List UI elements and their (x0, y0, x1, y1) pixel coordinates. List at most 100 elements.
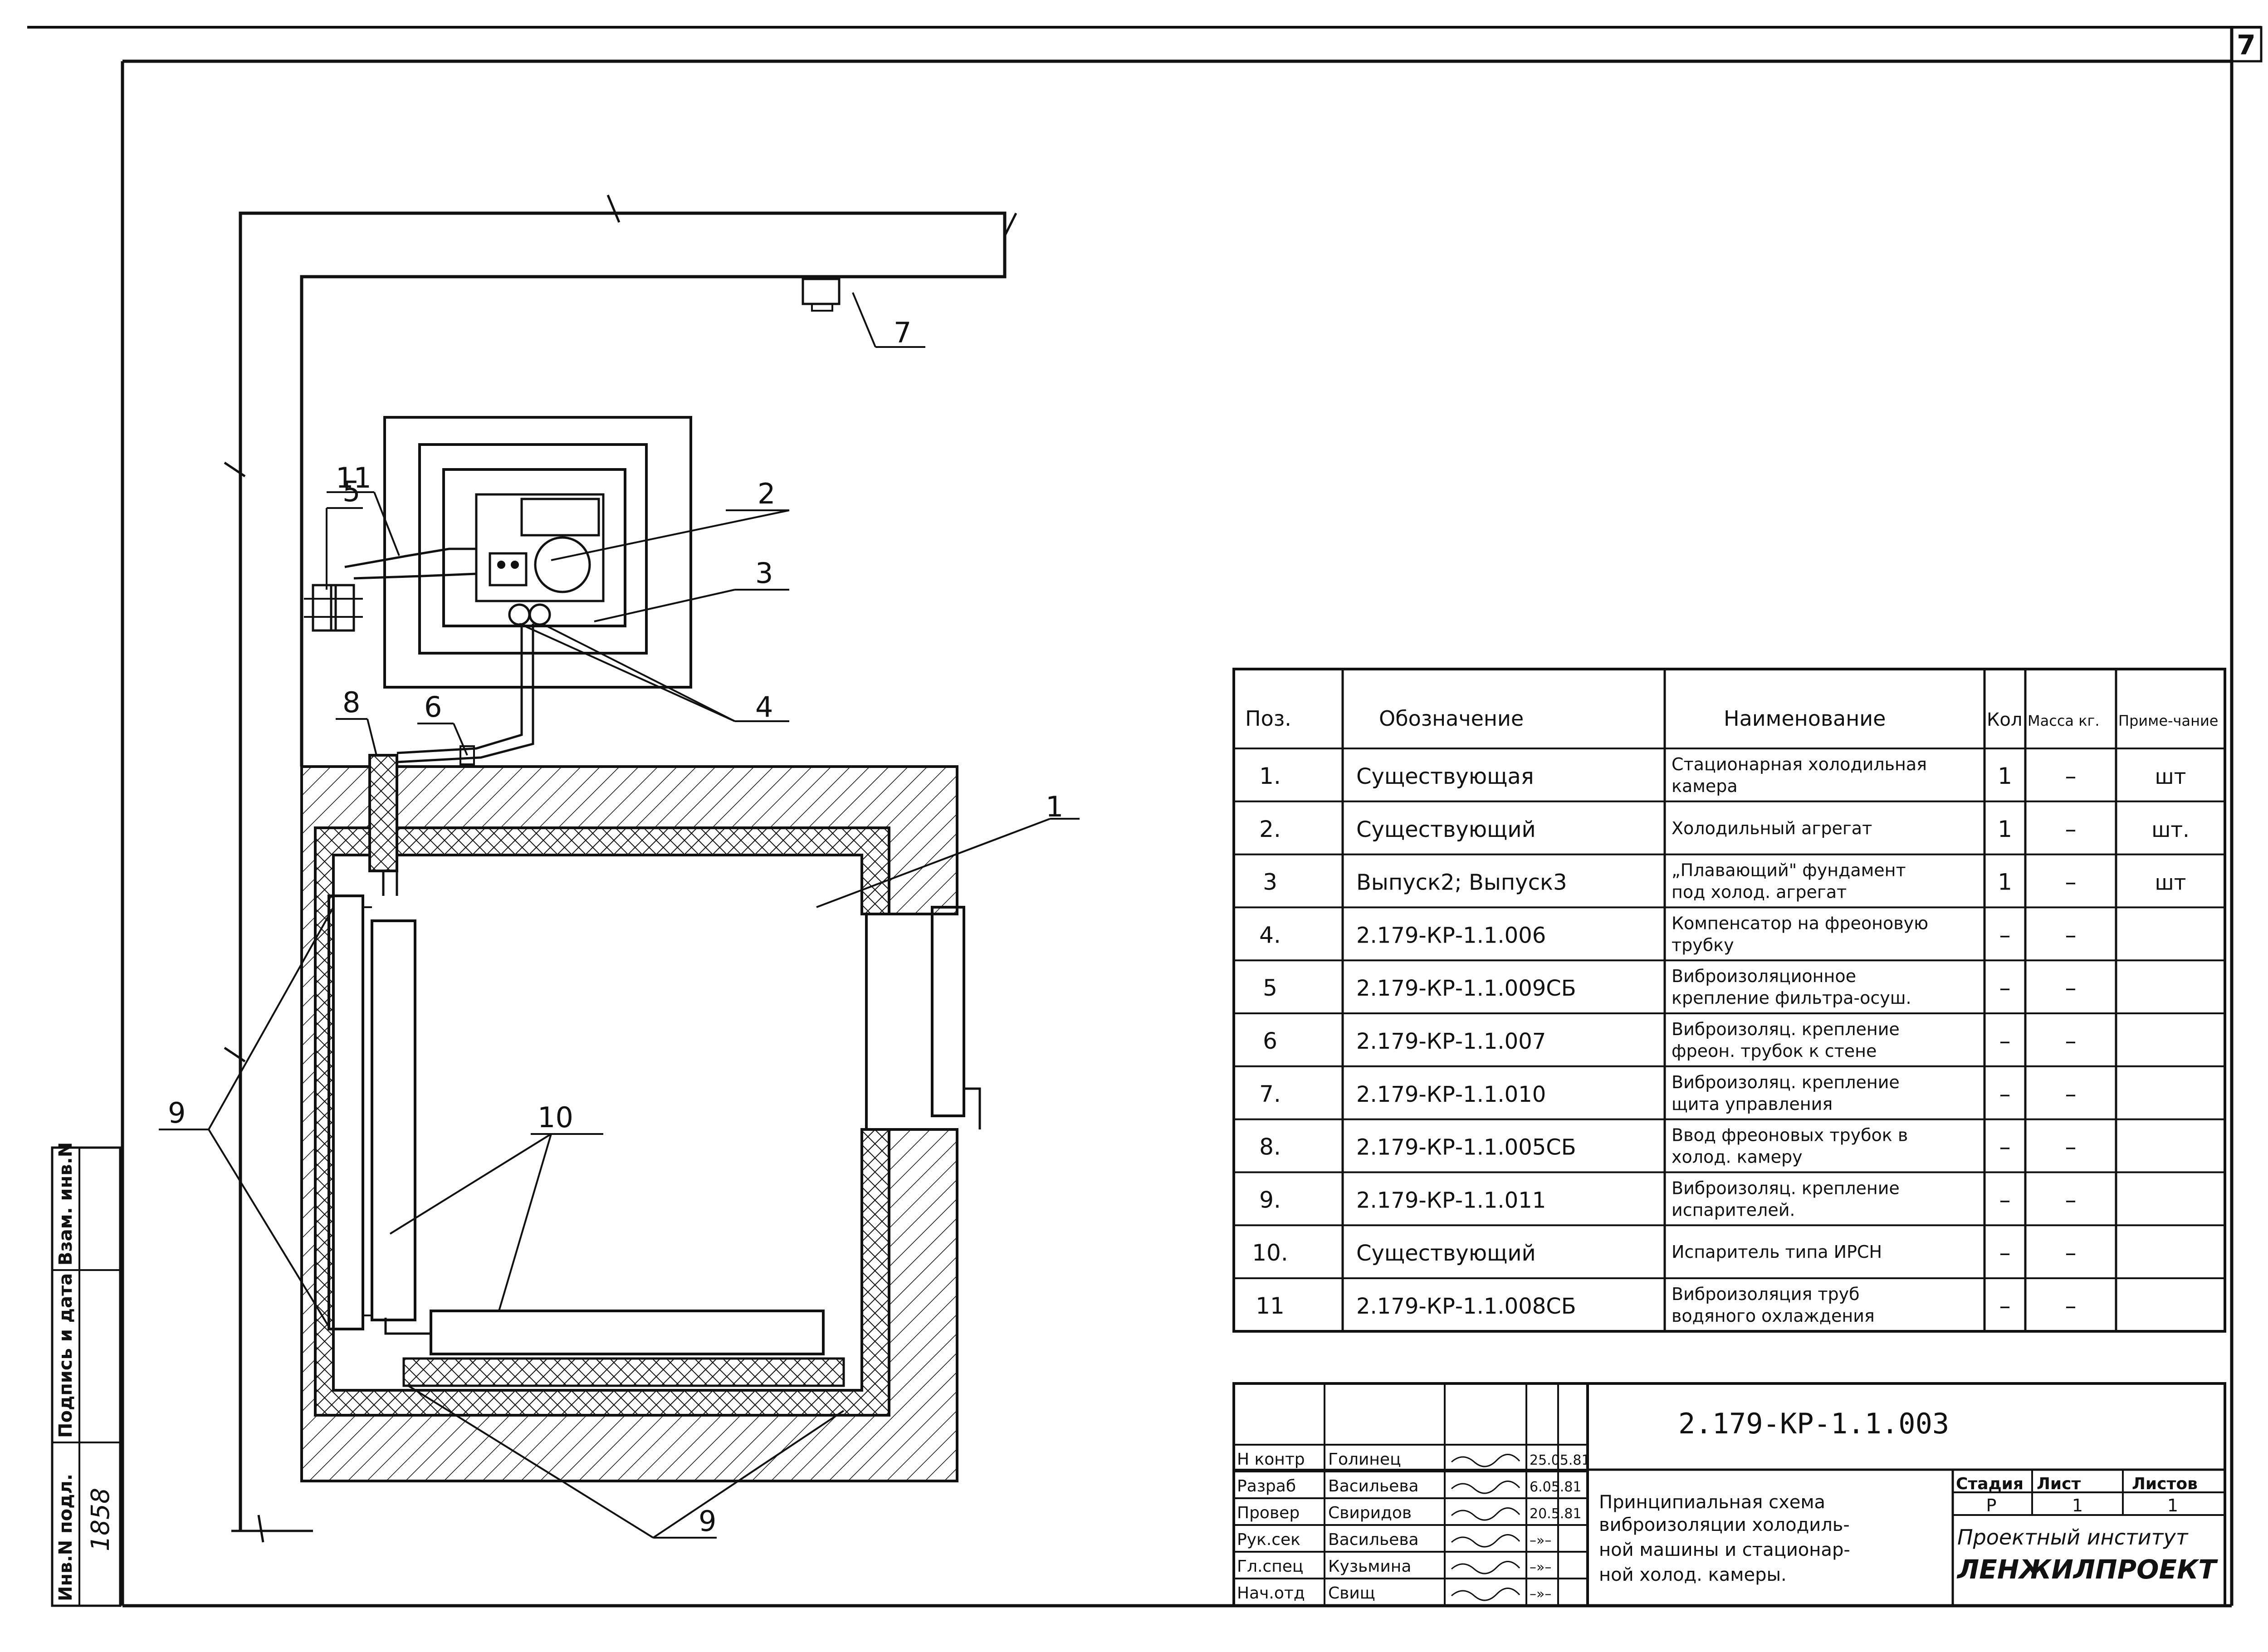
callouts: 1 2 3 4 5 6 7 8 9 9 10 11 (159, 316, 1080, 1539)
cell-designation: Существующая (1356, 764, 1534, 789)
callout-1: 1 (1046, 790, 1063, 823)
cell-designation: 2.179-КР-1.1.007 (1356, 1029, 1546, 1054)
role-label: Гл.спец (1237, 1557, 1303, 1576)
cell-mass: – (2065, 1028, 2077, 1054)
stamp-value-inv-podl: 1858 (86, 1488, 115, 1551)
cell-qty: – (1999, 1028, 2011, 1054)
cell-name-line: Виброизоляц. крепление (1672, 1019, 1900, 1039)
sheet-value: 1 (2072, 1496, 2083, 1515)
cell-mass: – (2065, 1293, 2077, 1319)
cell-name-line: водяного охлаждения (1672, 1306, 1875, 1326)
cell-designation: 2.179-КР-1.1.005СБ (1356, 1135, 1576, 1160)
cell-qty: – (1999, 1240, 2011, 1266)
title-block-row: Н контр Голинец 25.05.81 (1237, 1450, 1590, 1469)
role-person: Свиридов (1328, 1504, 1412, 1522)
cell-name-line: Ввод фреоновых трубок в (1672, 1125, 1908, 1145)
role-date: 25.05.81 (1530, 1452, 1590, 1468)
stage-value: Р (1986, 1496, 1997, 1515)
stage-label: Стадия (1956, 1475, 2024, 1493)
cell-pos: 3 (1263, 869, 1277, 895)
cell-qty: – (1999, 1081, 2011, 1107)
callout-9-bottom: 9 (699, 1505, 716, 1538)
role-person: Голинец (1328, 1450, 1401, 1469)
cell-qty: – (1999, 975, 2011, 1001)
spec-header-row: Поз. Обозначение Наименование Кол. Масса… (1245, 706, 2218, 731)
org-line-2: ЛЕНЖИЛПРОЕКТ (1956, 1554, 2218, 1585)
doc-title-line-3: ной машины и стационар- (1599, 1540, 1850, 1560)
doc-title-line-4: ной холод. камеры. (1599, 1564, 1787, 1585)
cell-pos: 9. (1259, 1187, 1281, 1213)
role-person: Васильева (1328, 1477, 1419, 1496)
cell-qty: – (1999, 922, 2011, 948)
doc-code: 2.179-КР-1.1.003 (1678, 1407, 1949, 1440)
cell-name-line: Холодильный агрегат (1672, 818, 1872, 838)
col-header-mass: Масса кг. (2028, 712, 2100, 729)
callout-10: 10 (538, 1101, 573, 1134)
cold-chamber (300, 754, 981, 1482)
signature-mark (1451, 1481, 1520, 1494)
col-header-note: Приме-чание (2118, 712, 2218, 729)
role-label: Разраб (1237, 1477, 1296, 1496)
table-row: 9.2.179-КР-1.1.011––Виброизоляц. креплен… (1259, 1178, 2076, 1220)
stamp-field-inv-vzam: Взам. инв.N (55, 1142, 76, 1266)
cell-pos: 8. (1259, 1134, 1281, 1160)
cell-mass: – (2065, 975, 2077, 1001)
cell-designation: 2.179-КР-1.1.010 (1356, 1082, 1546, 1107)
cell-qty: – (1999, 1187, 2011, 1213)
cell-pos: 10. (1252, 1240, 1288, 1266)
signature-mark (1451, 1534, 1520, 1548)
cell-name-line: Стационарная холодильная (1672, 754, 1927, 774)
table-row: 4.2.179-КР-1.1.006––Компенсатор на фреон… (1259, 913, 2076, 955)
callout-6: 6 (424, 690, 442, 723)
callout-8: 8 (342, 686, 360, 719)
cell-mass: – (2065, 869, 2077, 895)
cell-mass: – (2065, 1240, 2077, 1266)
role-label: Н контр (1237, 1450, 1305, 1469)
cell-name-line: под холод. агрегат (1672, 882, 1847, 902)
sheet-label: Лист (2037, 1475, 2081, 1493)
cell-designation: Существующий (1356, 1241, 1536, 1266)
cell-name-line: щита управления (1672, 1094, 1833, 1114)
cell-mass: – (2065, 1134, 2077, 1160)
building-walls (224, 195, 1017, 1543)
cell-name-line: Компенсатор на фреоновую (1672, 913, 1928, 933)
doc-title-line-1: Принципиальная схема (1599, 1492, 1825, 1513)
cell-mass: – (2065, 1081, 2077, 1107)
table-row: 8.2.179-КР-1.1.005СБ––Ввод фреоновых тру… (1259, 1125, 2076, 1167)
col-header-name: Наименование (1724, 706, 1886, 731)
role-label: Провер (1237, 1504, 1300, 1522)
cell-name-line: холод. камеру (1672, 1147, 1803, 1167)
signature-mark (1451, 1454, 1520, 1467)
cell-mass: – (2065, 763, 2077, 789)
callout-4: 4 (755, 690, 773, 723)
role-person: Кузьмина (1328, 1557, 1411, 1576)
cell-mass: – (2065, 1187, 2077, 1213)
org-line-1: Проектный институт (1957, 1525, 2189, 1549)
cell-name-line: Виброизоляционное (1672, 966, 1856, 986)
sheets-label: Листов (2132, 1475, 2198, 1493)
table-row: 7.2.179-КР-1.1.010––Виброизоляц. креплен… (1259, 1072, 2076, 1114)
cell-pos: 11 (1256, 1293, 1285, 1319)
cell-name-line: Виброизоляция труб (1672, 1284, 1860, 1304)
stamp-field-inv-podl: Инв.N подл. (55, 1474, 76, 1601)
doc-title: Принципиальная схема виброизоляции холод… (1599, 1492, 1850, 1585)
spec-table: Поз. Обозначение Наименование Кол. Масса… (1232, 668, 2226, 1333)
role-date: –»– (1530, 1586, 1551, 1602)
role-label: Нач.отд (1237, 1584, 1305, 1603)
stamp-field-signature: Подпись и дата (55, 1273, 76, 1438)
signature-mark (1451, 1507, 1520, 1521)
doc-title-line-2: виброизоляции холодиль- (1599, 1515, 1850, 1535)
